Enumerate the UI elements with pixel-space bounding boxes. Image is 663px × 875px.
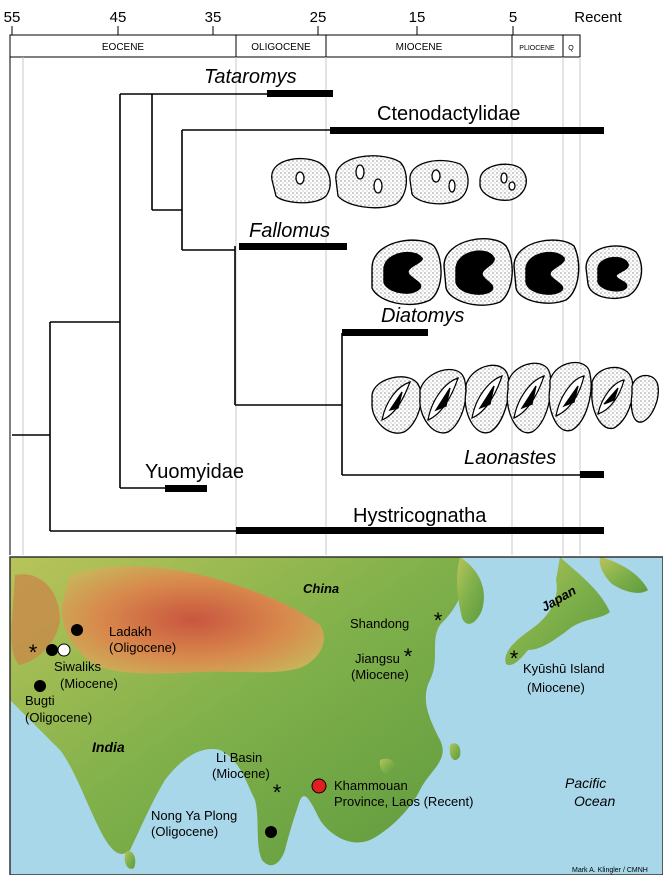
tick-45: 45 [110, 9, 127, 26]
site-siwaliks: Siwaliks [54, 659, 101, 674]
epoch-q: Q [568, 45, 574, 52]
tick-55: 55 [4, 9, 21, 26]
tick-25: 25 [310, 9, 327, 26]
site-khammouan: Khammouan [334, 778, 408, 793]
label-fallomus: Fallomus [249, 220, 330, 242]
marker-siwaliks-black [46, 644, 58, 656]
map-panel: China Japan India Pacific Ocean * * * * … [10, 557, 663, 875]
asterisk-shandong: * [434, 608, 443, 633]
map-label-ocean: Ocean [574, 793, 615, 809]
asterisk-pakistan: * [29, 640, 38, 665]
map-credit: Mark A. Klingler / CMNH [572, 867, 648, 874]
site-nong-ya-plong: Nong Ya Plong [151, 808, 237, 823]
label-tataromys: Tataromys [204, 66, 297, 88]
tooth-row-diatomys [372, 239, 642, 305]
label-hystricognatha: Hystricognatha [353, 505, 487, 527]
time-scale: 55 45 35 25 15 5 Recent EOCENE OLIGOCENE… [4, 9, 623, 57]
bar-yuomyidae [165, 485, 207, 492]
tooth-row-ctenodactylidae [272, 156, 527, 208]
epoch-eocene: EOCENE [102, 42, 145, 53]
bar-tataromys [267, 90, 333, 97]
site-jiangsu-age: (Miocene) [351, 667, 409, 682]
label-laonastes: Laonastes [464, 447, 556, 469]
bar-hystricognatha [236, 527, 604, 534]
asterisk-jiangsu: * [404, 644, 413, 669]
tick-15: 15 [409, 9, 426, 26]
map-label-china: China [303, 581, 339, 596]
asterisk-kyushu: * [510, 646, 519, 671]
marker-bugti [34, 680, 46, 692]
marker-siwaliks-white [58, 644, 70, 656]
marker-ladakh [71, 624, 83, 636]
site-shandong: Shandong [350, 616, 409, 631]
site-nong-ya-plong-age: (Oligocene) [151, 824, 218, 839]
label-yuomyidae: Yuomyidae [145, 461, 244, 483]
marker-khammouan [312, 779, 326, 793]
site-ladakh: Ladakh [109, 624, 152, 639]
label-ctenodactylidae: Ctenodactylidae [377, 103, 520, 125]
epoch-oligocene: OLIGOCENE [251, 42, 311, 53]
site-khammouan-detail: Province, Laos (Recent) [334, 794, 473, 809]
label-diatomys: Diatomys [381, 305, 464, 327]
map-label-india: India [92, 739, 125, 755]
map-label-pacific: Pacific [565, 775, 606, 791]
site-ladakh-age: (Oligocene) [109, 640, 176, 655]
epoch-pliocene: PLIOCENE [519, 45, 555, 52]
tick-recent: Recent [574, 9, 622, 26]
site-bugti: Bugti [25, 693, 55, 708]
site-li-basin: Li Basin [216, 750, 262, 765]
tick-5: 5 [509, 9, 517, 26]
site-bugti-age: (Oligocene) [25, 710, 92, 725]
bar-laonastes [580, 471, 604, 478]
site-kyushu-age: (Miocene) [527, 680, 585, 695]
site-li-basin-age: (Miocene) [212, 766, 270, 781]
tooth-row-laonastes [372, 363, 658, 434]
bar-fallomus [239, 243, 347, 250]
bar-ctenodactylidae [330, 127, 604, 134]
site-kyushu: Kyūshū Island [523, 661, 605, 676]
site-jiangsu: Jiangsu [355, 651, 400, 666]
marker-nong-ya-plong [265, 826, 277, 838]
epoch-miocene: MIOCENE [396, 42, 443, 53]
site-siwaliks-age: (Miocene) [60, 676, 118, 691]
tick-35: 35 [205, 9, 222, 26]
asterisk-li-basin: * [273, 780, 282, 805]
bar-diatomys [342, 329, 428, 336]
